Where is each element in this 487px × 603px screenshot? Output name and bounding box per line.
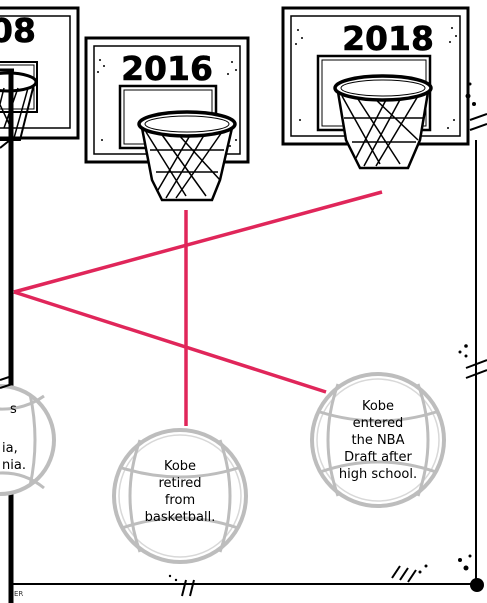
middle-ball-line-4: basketball.	[130, 509, 230, 526]
connector-lines	[14, 192, 382, 426]
right-ball-line-5: high school.	[326, 466, 430, 483]
right-ball-text: Kobe entered the NBA Draft after high sc…	[326, 398, 430, 483]
hoop-net-2016	[139, 112, 235, 200]
doodle-marks	[0, 114, 487, 596]
left-ball-line-3: nia.	[2, 457, 26, 474]
right-ball-line-2: entered	[326, 415, 430, 432]
middle-ball-line-1: Kobe	[130, 458, 230, 475]
left-ball-line-2: ia,	[2, 440, 26, 457]
middle-ball-line-2: retired	[130, 475, 230, 492]
connector-to-right-ball	[14, 292, 326, 392]
credit-fragment: ER	[14, 590, 23, 598]
right-ball-line-3: the NBA	[326, 432, 430, 449]
middle-ball-line-3: from	[130, 492, 230, 509]
middle-ball-text: Kobe retired from basketball.	[130, 458, 230, 526]
right-ball-line-1: Kobe	[326, 398, 430, 415]
right-ball-line-4: Draft after	[326, 449, 430, 466]
connector-to-2018	[14, 192, 382, 292]
corner-dot	[470, 578, 484, 592]
year-2008-label: 08	[0, 11, 36, 50]
left-ball-text: s ia, nia.	[2, 401, 26, 474]
left-ball-line-1: s	[2, 401, 26, 418]
hoop-net-2018	[335, 76, 431, 168]
year-2018-label: 2018	[342, 19, 434, 58]
year-2016-label: 2016	[121, 49, 213, 88]
